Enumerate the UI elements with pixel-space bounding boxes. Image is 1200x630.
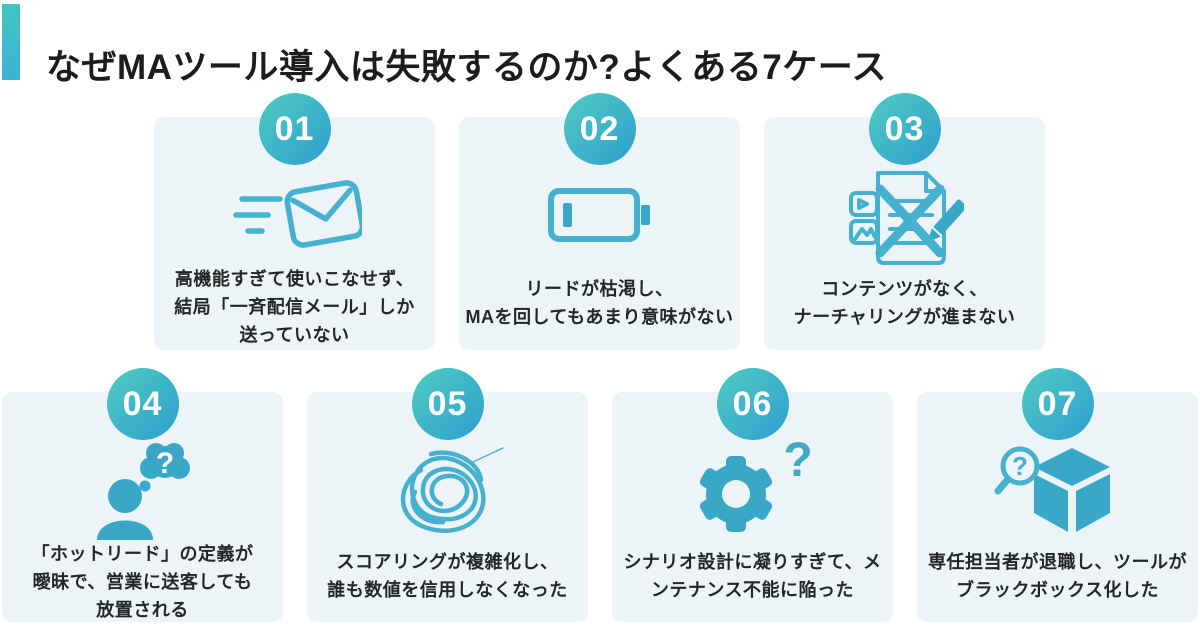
case-card-01: 01 高機能すぎて使いこなせず、 結局「一斉配信メール」しか 送っていない — [154, 93, 435, 350]
case-text: コンテンツがなく、 ナーチャリングが進まない — [794, 265, 1016, 340]
title-accent-bar — [2, 4, 20, 80]
case-text: シナリオ設計に凝りすぎて、メ ンテナンス不能に陥った — [623, 540, 881, 612]
case-text-line: 高機能すぎて使いこなせず、 — [174, 269, 415, 289]
case-text-line: ンテナンス不能に陥った — [650, 580, 855, 600]
case-number-badge: 05 — [411, 368, 484, 440]
scribble-icon — [387, 440, 509, 540]
case-card-04: 04 ? 「ホットリード」の定義が 曖昧で、営業に送客して — [2, 368, 283, 624]
case-text-line: MAを回してもあまり意味がない — [465, 306, 734, 327]
case-number: 03 — [884, 109, 925, 148]
case-text-line: リードが枯渇し、 — [525, 278, 674, 299]
case-text-line: 放置される — [96, 600, 189, 620]
case-text-line: ブラックボックス化した — [956, 580, 1159, 600]
case-text-line: スコアリングが複雑化し、 — [336, 552, 559, 572]
svg-text:?: ? — [783, 440, 812, 487]
case-number: 01 — [274, 109, 315, 148]
case-text: リードが枯渇し、 MAを回してもあまり意味がない — [465, 265, 733, 340]
case-number: 05 — [427, 384, 468, 423]
svg-text:?: ? — [155, 447, 173, 480]
case-number-badge: 07 — [1021, 368, 1094, 440]
case-number-badge: 02 — [563, 93, 636, 165]
person-question-icon: ? — [87, 440, 199, 540]
case-text-line: 送っていない — [239, 325, 350, 345]
case-card-03: 03 — [764, 93, 1045, 350]
no-content-icon — [846, 165, 964, 265]
case-number-badge: 04 — [106, 368, 179, 440]
page-title: なぜMAツール導入は失敗するのか?よくある7ケース — [46, 48, 888, 88]
case-text-line: 専任担当者が退職し、ツールが — [928, 552, 1187, 572]
case-card-05: 05 スコアリングが複雑化し、 誰も数値を信用しなくなった — [307, 368, 588, 622]
gear-question-icon: ? — [688, 440, 818, 540]
case-number-badge: 01 — [258, 93, 331, 165]
case-text-line: 曖昧で、営業に送客しても — [32, 572, 253, 592]
case-text-line: 「ホットリード」の定義が — [31, 544, 254, 564]
svg-text:?: ? — [1012, 451, 1028, 481]
cases-row-2: 04 ? 「ホットリード」の定義が 曖昧で、営業に送客して — [2, 368, 1198, 624]
case-text-line: ナーチャリングが進まない — [793, 306, 1016, 327]
blackbox-magnifier-icon: ? — [994, 440, 1122, 540]
case-number-badge: 06 — [716, 368, 789, 440]
battery-low-icon — [546, 165, 654, 265]
case-text-line: 誰も数値を信用しなくなった — [327, 580, 568, 600]
case-text: 「ホットリード」の定義が 曖昧で、営業に送客しても 放置される — [32, 540, 254, 624]
case-text: 高機能すぎて使いこなせず、 結局「一斉配信メール」しか 送っていない — [174, 265, 415, 349]
case-number: 02 — [579, 109, 620, 148]
case-card-06: 06 ? シナリオ設計に凝りすぎて、メ ンテナンス不能に陥った — [612, 368, 893, 622]
mail-send-icon — [228, 165, 362, 265]
case-number: 07 — [1037, 384, 1078, 423]
case-text-line: 結局「一斉配信メール」しか — [174, 297, 415, 317]
case-number-badge: 03 — [868, 93, 941, 165]
case-text: スコアリングが複雑化し、 誰も数値を信用しなくなった — [327, 540, 568, 612]
case-number: 06 — [732, 384, 773, 423]
case-text-line: シナリオ設計に凝りすぎて、メ — [623, 552, 882, 572]
case-text-line: コンテンツがなく、 — [821, 278, 988, 299]
case-card-07: 07 ? 専任担当者が退職し、ツールが ブラックボックス化した — [917, 368, 1198, 622]
cases-row-1: 01 高機能すぎて使いこなせず、 結局「一斉配信メール」しか 送っていない — [154, 93, 1045, 350]
case-card-02: 02 リードが枯渇し、 MAを回してもあまり意味がない — [459, 93, 740, 350]
case-text: 専任担当者が退職し、ツールが ブラックボックス化した — [928, 540, 1187, 612]
case-number: 04 — [122, 384, 163, 423]
